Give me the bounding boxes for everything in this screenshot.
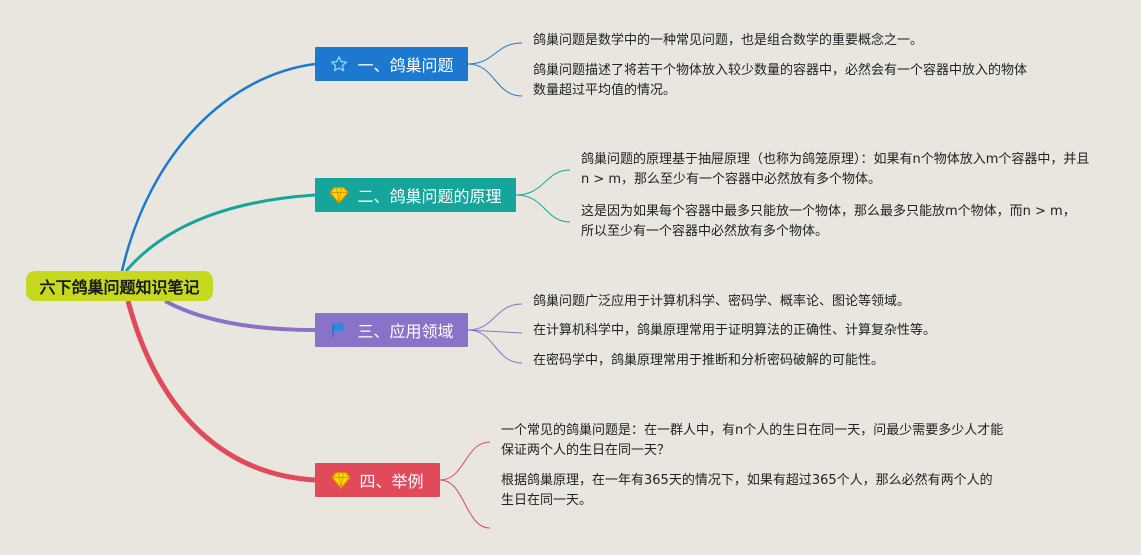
star-icon	[329, 54, 349, 74]
note-3-3: 在密码学中，鸽巢原理常用于推断和分析密码破解的可能性。	[533, 353, 885, 368]
branch-node-2[interactable]: 二、鸽巢问题的原理	[315, 178, 516, 212]
note-2-2: 这是因为如果每个容器中最多只能放一个物体，那么最多只能放m个物体，而n > m，…	[581, 204, 1076, 239]
branch-label-1: 一、鸽巢问题	[357, 56, 454, 75]
root-node[interactable]: 六下鸽巢问题知识笔记	[26, 271, 213, 301]
link-branch2-note1	[515, 169, 571, 196]
note-2-1: 鸽巢问题的原理基于抽屉原理（也称为鸽笼原理）：如果有n个物体放入m个容器中，并且…	[581, 152, 1090, 187]
link-root-branch4	[125, 300, 316, 483]
link-root-branch3	[164, 299, 316, 332]
link-branch3-note2	[467, 329, 523, 334]
link-branch4-note2	[439, 479, 491, 529]
diamond-icon	[331, 470, 352, 490]
note-1-2: 鸽巢问题描述了将若干个物体放入较少数量的容器中，必然会有一个容器中放入的物体数量…	[533, 63, 1028, 98]
note-1-1: 鸽巢问题是数学中的一种常见问题，也是组合数学的重要概念之一。	[533, 33, 924, 48]
flag-icon	[329, 320, 349, 340]
note-4-1: 一个常见的鸽巢问题是：在一群人中，有n个人的生日在同一天，问最少需要多少人才能保…	[501, 423, 1004, 458]
link-root-branch2	[124, 193, 316, 272]
link-branch1-note1	[467, 42, 523, 65]
link-branch3-note3	[467, 329, 523, 364]
note-4-2: 根据鸽巢原理，在一年有365天的情况下，如果有超过365个人，那么必然有两个人的…	[501, 473, 993, 508]
branch-label-3: 三、应用领域	[357, 322, 454, 341]
link-root-branch1	[120, 62, 316, 272]
branch-node-4[interactable]: 四、举例	[315, 463, 440, 497]
link-branch3-note1	[467, 303, 523, 331]
note-3-1: 鸽巢问题广泛应用于计算机科学、密码学、概率论、图论等领域。	[533, 294, 911, 309]
root-title: 六下鸽巢问题知识笔记	[39, 278, 200, 297]
link-branch2-note2	[515, 194, 571, 223]
link-branch1-note2	[467, 63, 523, 97]
branch-node-3[interactable]: 三、应用领域	[315, 313, 468, 347]
note-3-2: 在计算机科学中，鸽巢原理常用于证明算法的正确性、计算复杂性等。	[533, 323, 937, 338]
branch-label-4: 四、举例	[359, 472, 424, 491]
branch-node-1[interactable]: 一、鸽巢问题	[315, 47, 468, 81]
branch-label-2: 二、鸽巢问题的原理	[357, 187, 502, 206]
link-branch4-note1	[439, 441, 491, 481]
diamond-icon	[329, 185, 350, 205]
